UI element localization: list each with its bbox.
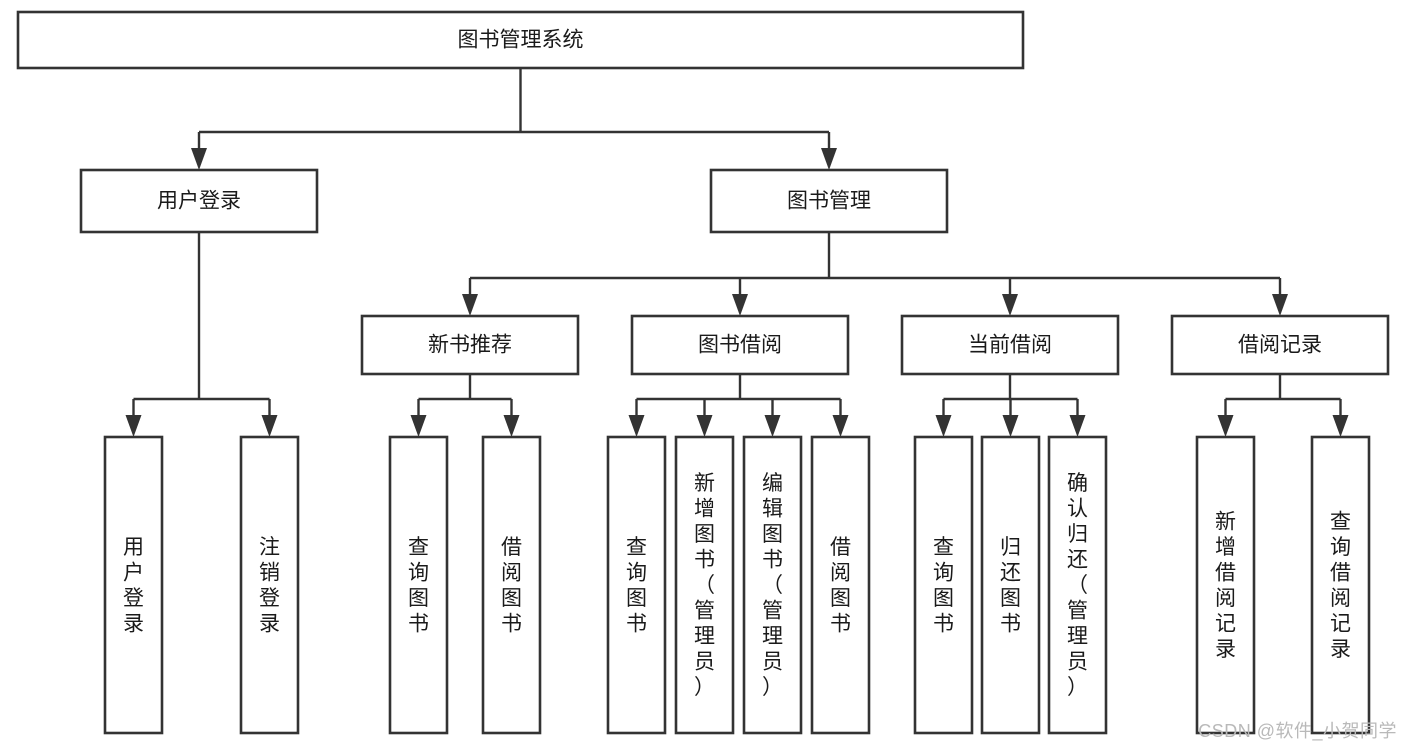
node-label: 图书管理系统 <box>458 29 584 52</box>
node-leaf-query-book-2[interactable]: 查询图书 <box>606 435 667 735</box>
node-leaf-query-book-3[interactable]: 查询图书 <box>913 435 974 735</box>
node-box <box>742 435 803 735</box>
node-box <box>481 435 542 735</box>
node-box <box>913 435 974 735</box>
node-label: 用户登录 <box>123 536 144 636</box>
node-label: 新书推荐 <box>428 334 512 357</box>
node-root[interactable]: 图书管理系统 <box>16 10 1025 70</box>
node-leaf-confirm-return[interactable]: 确认归还（管理员） <box>1047 435 1108 735</box>
node-leaf-query-record[interactable]: 查询借阅记录 <box>1310 435 1371 735</box>
edge-arrow-icon <box>410 415 427 437</box>
edge-arrow-icon <box>832 415 849 437</box>
node-label: 注销登录 <box>259 536 280 636</box>
node-label: 借阅记录 <box>1238 334 1322 357</box>
node-label: 查询图书 <box>408 536 429 636</box>
edge-arrow-icon <box>764 415 781 437</box>
edge-arrow-icon <box>191 148 207 170</box>
node-box <box>606 435 667 735</box>
edge-arrow-icon <box>821 148 837 170</box>
node-borrow-record[interactable]: 借阅记录 <box>1170 314 1390 376</box>
node-label: 确认归还（管理员） <box>1067 472 1088 699</box>
edge-arrow-icon <box>696 415 713 437</box>
node-label: 当前借阅 <box>968 334 1052 357</box>
node-leaf-user-login[interactable]: 用户登录 <box>103 435 164 735</box>
node-label: 新增借阅记录 <box>1215 510 1236 661</box>
edge-arrow-icon <box>503 415 520 437</box>
node-label: 借阅图书 <box>830 536 851 636</box>
edge-arrow-icon <box>1002 294 1018 316</box>
node-box <box>709 168 949 234</box>
node-label: 查询借阅记录 <box>1330 510 1351 661</box>
node-current-borrow[interactable]: 当前借阅 <box>900 314 1120 376</box>
edge-arrow-icon <box>125 415 142 437</box>
node-layer: 图书管理系统用户登录图书管理新书推荐图书借阅当前借阅借阅记录用户登录注销登录查询… <box>16 10 1390 735</box>
node-label: 图书管理 <box>787 190 871 213</box>
node-book-borrow[interactable]: 图书借阅 <box>630 314 850 376</box>
edge-arrow-icon <box>1272 294 1288 316</box>
node-box <box>1170 314 1390 376</box>
node-box <box>1047 435 1108 735</box>
node-box <box>360 314 580 376</box>
node-label: 图书借阅 <box>698 334 782 357</box>
node-label: 归还图书 <box>1000 536 1021 636</box>
edge-arrow-icon <box>628 415 645 437</box>
node-leaf-borrow-book-2[interactable]: 借阅图书 <box>810 435 871 735</box>
node-label: 编辑图书（管理员） <box>762 472 783 699</box>
node-box <box>980 435 1041 735</box>
edge-arrow-icon <box>462 294 478 316</box>
node-label: 用户登录 <box>157 190 241 213</box>
node-leaf-borrow-book-1[interactable]: 借阅图书 <box>481 435 542 735</box>
edge-arrow-icon <box>935 415 952 437</box>
node-box <box>1195 435 1256 735</box>
node-box <box>630 314 850 376</box>
edge-arrow-icon <box>261 415 278 437</box>
edge-arrow-icon <box>1069 415 1086 437</box>
node-box <box>810 435 871 735</box>
edge-arrow-icon <box>1002 415 1019 437</box>
node-box <box>900 314 1120 376</box>
node-leaf-query-book-1[interactable]: 查询图书 <box>388 435 449 735</box>
node-label: 借阅图书 <box>501 536 522 636</box>
node-box <box>1310 435 1371 735</box>
node-leaf-add-record[interactable]: 新增借阅记录 <box>1195 435 1256 735</box>
node-leaf-logout[interactable]: 注销登录 <box>239 435 300 735</box>
node-box <box>103 435 164 735</box>
node-leaf-return-book[interactable]: 归还图书 <box>980 435 1041 735</box>
node-box <box>79 168 319 234</box>
node-label: 查询图书 <box>933 536 954 636</box>
node-book-manage[interactable]: 图书管理 <box>709 168 949 234</box>
edge-arrow-icon <box>1217 415 1234 437</box>
node-label: 查询图书 <box>626 536 647 636</box>
node-box <box>674 435 735 735</box>
node-leaf-edit-book[interactable]: 编辑图书（管理员） <box>742 435 803 735</box>
node-box <box>239 435 300 735</box>
edge-arrow-icon <box>1332 415 1349 437</box>
node-label: 新增图书（管理员） <box>694 472 715 699</box>
node-box <box>16 10 1025 70</box>
node-box <box>388 435 449 735</box>
edge-layer <box>125 68 1349 437</box>
node-new-book-rec[interactable]: 新书推荐 <box>360 314 580 376</box>
edge-arrow-icon <box>732 294 748 316</box>
node-leaf-add-book[interactable]: 新增图书（管理员） <box>674 435 735 735</box>
node-user-login[interactable]: 用户登录 <box>79 168 319 234</box>
